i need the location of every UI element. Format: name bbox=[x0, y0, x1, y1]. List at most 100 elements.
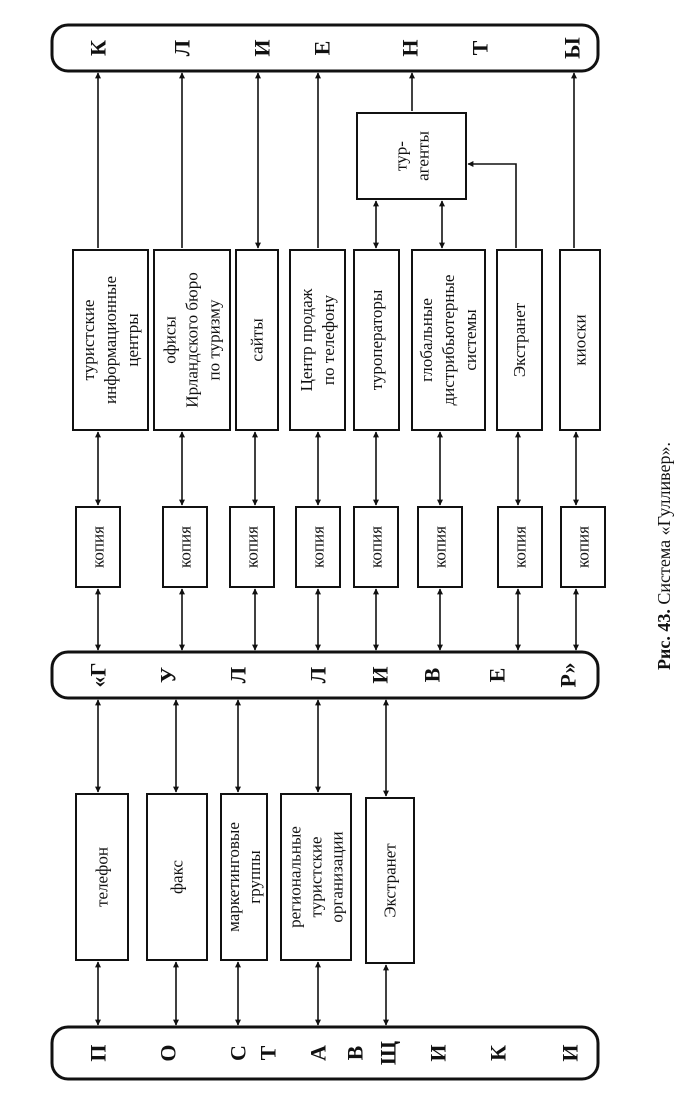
clients-letter: К bbox=[86, 40, 111, 56]
channel-box-label-line: офисы bbox=[161, 316, 180, 364]
channel-box-label-line: центры bbox=[123, 313, 142, 367]
copy-box bbox=[417, 506, 463, 588]
channel-box-label-line: туристские bbox=[79, 300, 98, 381]
suppliers-letter: В bbox=[343, 1045, 368, 1060]
channel-box-label-line: информационные bbox=[101, 276, 120, 404]
copy-label: копия bbox=[309, 526, 328, 568]
gulliver-letter: Л bbox=[306, 666, 331, 683]
agents-box-label: тур-агенты bbox=[392, 131, 433, 181]
channel-box-label-line: киоски bbox=[571, 314, 590, 365]
supplier-box-label-line: организации bbox=[328, 831, 347, 922]
agents-box-label-line: тур- bbox=[392, 141, 411, 171]
copy-box bbox=[295, 506, 341, 588]
copy-box bbox=[560, 506, 606, 588]
channel-box-label-line: сайты bbox=[248, 318, 267, 362]
supplier-box-label: Экстранет bbox=[381, 843, 400, 918]
supplier-box bbox=[280, 793, 352, 961]
channel-box-label-line: туроператоры bbox=[367, 289, 386, 390]
caption-text: Система «Гулливер». bbox=[654, 442, 674, 609]
copy-box bbox=[162, 506, 208, 588]
gulliver-letter: «Г bbox=[86, 663, 111, 688]
clients-letter: И bbox=[250, 39, 275, 56]
channel-box-label-line: Ирландского бюро bbox=[183, 272, 202, 407]
channel-box bbox=[559, 249, 601, 431]
gulliver-letter: У bbox=[156, 667, 181, 683]
suppliers-letter: С bbox=[226, 1045, 251, 1061]
supplier-box-label-line: Экстранет bbox=[381, 843, 400, 918]
copy-label: копия bbox=[176, 526, 195, 568]
copy-box bbox=[75, 506, 121, 588]
channel-box bbox=[353, 249, 400, 431]
suppliers-letter: Щ bbox=[376, 1041, 401, 1065]
clients-letter: Ы bbox=[560, 37, 585, 59]
suppliers-letter: К bbox=[486, 1045, 511, 1061]
channel-box-label: киоски bbox=[571, 314, 590, 365]
clients-letter: Е bbox=[310, 41, 335, 56]
figure-caption: Рис. 43. Система «Гулливер». bbox=[654, 442, 674, 670]
supplier-box bbox=[75, 793, 129, 961]
channel-box bbox=[411, 249, 486, 431]
channel-box-label-line: глобальные bbox=[417, 298, 436, 382]
supplier-box-label-line: туристские bbox=[307, 837, 326, 918]
gulliver-letter: И bbox=[368, 666, 393, 683]
suppliers-letter: И bbox=[426, 1044, 451, 1061]
supplier-box-label: телефон bbox=[93, 847, 112, 907]
channel-box-label-line: Центр продаж bbox=[297, 288, 316, 391]
suppliers-letter: И bbox=[558, 1044, 583, 1061]
channel-box-label-line: по телефону bbox=[319, 294, 338, 385]
caption-label: Рис. 43. bbox=[654, 609, 674, 670]
channel-box-label-line: дистрибьютерные bbox=[439, 275, 458, 406]
copy-label: копия bbox=[431, 526, 450, 568]
gulliver-bar bbox=[50, 650, 600, 700]
supplier-box-label-line: группы bbox=[245, 850, 264, 904]
channel-box bbox=[72, 249, 149, 431]
supplier-box bbox=[146, 793, 208, 961]
copy-label: копия bbox=[511, 526, 530, 568]
supplier-box-label: факс bbox=[168, 860, 187, 894]
suppliers-letter: А bbox=[306, 1045, 331, 1061]
channel-box-label-line: по туризму bbox=[205, 299, 224, 380]
extranet-agents-arrow bbox=[467, 161, 517, 248]
channel-box bbox=[289, 249, 346, 431]
clients-letter: Т bbox=[468, 40, 493, 55]
clients-letter: Л bbox=[170, 39, 195, 56]
copy-label: копия bbox=[574, 526, 593, 568]
channel-box bbox=[235, 249, 279, 431]
agents-box bbox=[356, 112, 467, 200]
gulliver-letter: В bbox=[420, 667, 445, 682]
copy-box bbox=[497, 506, 543, 588]
copy-box bbox=[353, 506, 399, 588]
supplier-box bbox=[365, 797, 415, 964]
copy-label: копия bbox=[89, 526, 108, 568]
channel-box bbox=[496, 249, 543, 431]
channel-box-label: сайты bbox=[248, 318, 267, 362]
supplier-box bbox=[220, 793, 268, 961]
channel-box-label: Экстранет bbox=[510, 302, 529, 377]
supplier-box-label-line: региональные bbox=[286, 826, 305, 928]
channel-box bbox=[153, 249, 231, 431]
gulliver-letter: Р» bbox=[556, 663, 581, 688]
suppliers-letter: О bbox=[156, 1044, 181, 1061]
clients-bar bbox=[50, 23, 600, 73]
suppliers-bar bbox=[50, 1025, 600, 1081]
suppliers-letter: Т bbox=[256, 1045, 281, 1060]
copy-label: копия bbox=[243, 526, 262, 568]
channel-box-label-line: Экстранет bbox=[510, 302, 529, 377]
supplier-box-label-line: телефон bbox=[93, 847, 112, 907]
copy-label: копия bbox=[367, 526, 386, 568]
agents-box-label-line: агенты bbox=[414, 131, 433, 181]
copy-box bbox=[229, 506, 275, 588]
channel-box-label-line: системы bbox=[461, 309, 480, 371]
channel-box-label: туроператоры bbox=[367, 289, 386, 390]
supplier-box-label-line: факс bbox=[168, 860, 187, 894]
gulliver-letter: Л bbox=[226, 666, 251, 683]
clients-letter: Н bbox=[398, 39, 423, 56]
supplier-box-label-line: маркетинговые bbox=[224, 822, 243, 932]
suppliers-letter: П bbox=[86, 1044, 111, 1061]
